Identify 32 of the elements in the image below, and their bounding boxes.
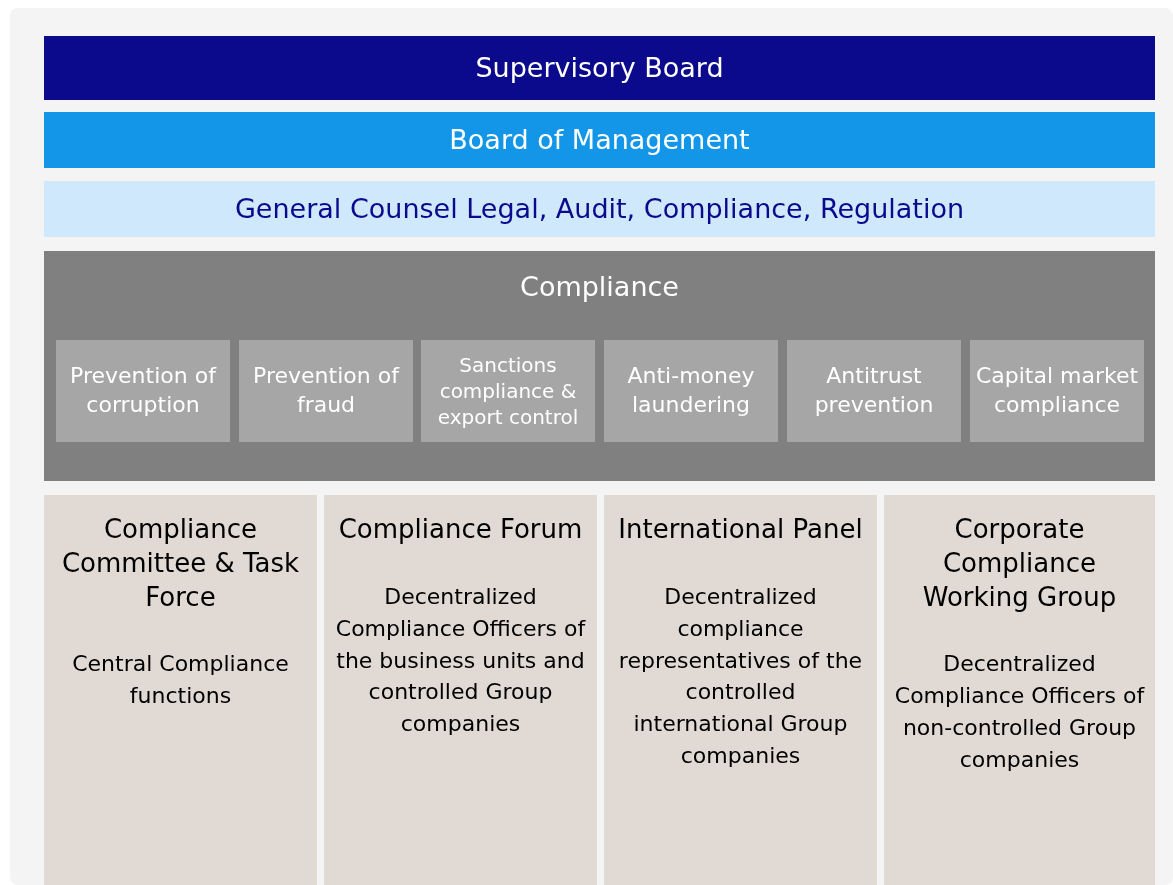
board-bar [44,36,1155,100]
body-box [44,495,317,885]
topic-box [239,340,413,442]
description-text: Central Compliance functions [71,650,290,711]
heading-text: Prevention of corruption [69,362,218,419]
heading-text: Compliance Committee & Task Force [60,513,301,614]
heading-text: Board of Management [449,123,750,158]
body-box [604,495,877,885]
heading-text: Capital market compliance [974,362,1140,419]
topic-box [56,340,230,442]
topic-box [604,340,778,442]
topic-box [421,340,595,442]
heading-text: Antitrust prevention [813,362,935,419]
heading-text: General Counsel Legal, Audit, Compliance, Regulation [234,192,965,227]
heading-text: Compliance [520,270,679,304]
description-text: Decentralized Compliance Officers of non-controlled Group companies [893,650,1146,775]
topic-box [787,340,961,442]
heading-text: International Panel [618,513,863,546]
board-bar [44,112,1155,168]
heading-text: Supervisory Board [475,51,724,86]
counsel-bar [44,181,1155,237]
heading-text: Compliance Forum [338,513,583,546]
description-text: Decentralized compliance representatives of the controlled international Group companies [617,582,864,771]
heading-text: Anti-money laundering [626,362,756,419]
body-box [884,495,1155,885]
topic-box [970,340,1144,442]
heading-text: Corporate Compliance Working Group [921,513,1118,614]
heading-text: Sanctions compliance & export control [436,352,580,430]
description-text: Decentralized Compliance Officers of the business units and controlled Group companies [334,582,587,739]
body-box [324,495,597,885]
heading-text: Prevention of fraud [252,362,401,419]
compliance-panel [44,251,1155,481]
